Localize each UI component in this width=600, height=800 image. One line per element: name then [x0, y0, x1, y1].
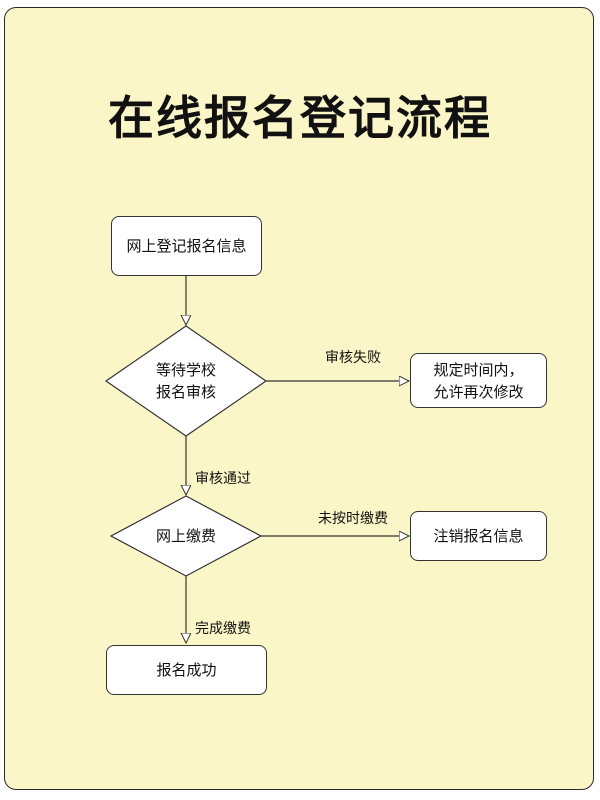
edge-label-paid: 完成缴费	[195, 621, 251, 637]
registration-success-label: 报名成功	[156, 661, 217, 679]
edge-label-review-fail: 审核失败	[325, 350, 381, 366]
page-title: 在线报名登记流程	[108, 91, 492, 145]
cancel-registration-node: 注销报名信息	[410, 511, 547, 561]
retry-modify-label: 规定时间内， 允许再次修改	[433, 359, 523, 403]
review-decision-label: 等待学校 报名审核	[126, 359, 246, 403]
review-line-1: 等待学校	[155, 361, 216, 379]
edge-label-review-pass: 审核通过	[195, 471, 251, 487]
register-info-node: 网上登记报名信息	[111, 216, 262, 276]
register-info-label: 网上登记报名信息	[126, 237, 247, 255]
review-line-2: 报名审核	[155, 383, 216, 401]
registration-success-node: 报名成功	[106, 645, 267, 695]
retry-line-1: 规定时间内，	[433, 360, 524, 379]
retry-modify-node: 规定时间内， 允许再次修改	[410, 353, 547, 408]
cancel-registration-label: 注销报名信息	[433, 527, 524, 545]
pay-decision-text: 网上缴费	[155, 527, 216, 545]
pay-decision-label: 网上缴费	[126, 525, 246, 547]
retry-line-2: 允许再次修改	[433, 382, 524, 401]
edge-label-late-pay: 未按时缴费	[318, 511, 388, 527]
